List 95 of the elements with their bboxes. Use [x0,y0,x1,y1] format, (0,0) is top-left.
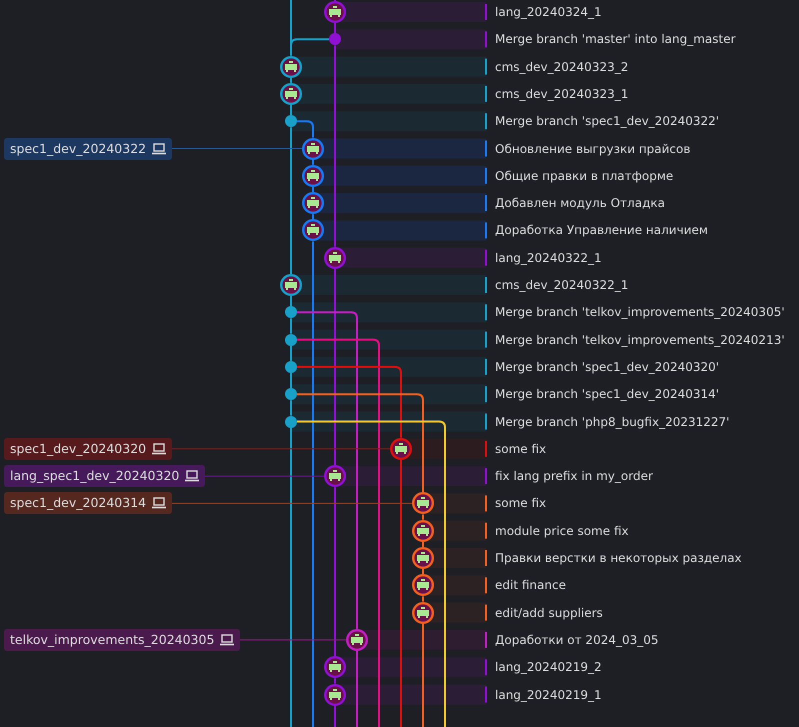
merge-commit-dot [285,360,297,373]
branch-name: lang_spec1_dev_20240320 [10,468,180,484]
commit-message: Обновление выгрузки прайсов [495,140,690,158]
commit-message: Merge branch 'spec1_dev_20240314' [495,386,720,404]
commit-avatar [412,492,434,514]
branch-line [290,127,292,274]
branch-line [400,460,402,727]
commit-avatar [412,520,434,542]
commit-message: lang_20240322_1 [495,250,602,267]
branch-name: spec1_dev_20240314 [10,495,146,510]
branch-line [290,400,292,416]
commit-avatar [302,138,324,160]
commit-message: Merge branch 'spec1_dev_20240320' [495,358,720,376]
branch-line [422,569,424,574]
branch-label [4,138,172,160]
commit-message: cms_dev_20240323_2 [495,58,628,76]
commit-avatar [302,164,324,187]
branch-line [297,420,446,727]
commit-avatar [280,274,302,296]
branch-line [334,706,336,727]
commit-message: Доработка Управление наличием [495,222,708,240]
commit-message: Правки верстки в некоторых разделах [495,550,742,567]
branch-line [334,678,336,684]
merge-commit-dot [285,334,297,346]
commit-message: Merge branch 'telkov_improvements_20240305' [495,304,785,322]
merge-commit-dot [285,388,297,400]
branch-line [290,372,292,388]
commit-avatar [280,82,302,105]
branch-line [297,311,358,629]
branch-line [422,514,424,520]
commit-avatar [412,574,434,596]
merge-commit-dot [285,115,297,128]
branch-line [312,186,314,192]
merge-commit-dot [285,306,297,318]
branch-line [312,241,314,727]
commit-avatar [302,219,324,242]
branch-line [297,338,380,727]
merge-commit-dot [329,33,341,46]
commit-avatar [346,628,368,651]
branch-line [290,296,292,306]
branch-line [290,38,329,56]
branch-line [422,596,424,602]
branch-label [4,492,172,514]
commit-message: some fix [495,495,546,512]
commit-message: Общие правки в платформе [495,168,674,185]
branch-line [334,268,336,466]
commit-avatar [412,602,434,624]
branch-line [290,318,292,334]
commit-message: Добавлен модуль Отладка [495,195,665,212]
commit-avatar [302,192,324,214]
branch-line [356,650,358,727]
branch-name: spec1_dev_20240320 [10,440,146,456]
branch-label [4,438,172,460]
branch-line [312,214,314,220]
commit-message: lang_20240219_1 [495,686,602,704]
branch-label [4,465,206,488]
commit-message: some fix [495,440,546,458]
merge-commit-dot [285,416,297,428]
branch-line [334,45,336,247]
branch-line [290,428,292,727]
branch-line [334,487,336,656]
branch-line [422,542,424,547]
commit-message: edit/add suppliers [495,604,603,622]
commit-message: lang_20240324_1 [495,4,602,21]
commit-message: Merge branch 'telkov_improvements_20240213' [495,332,785,349]
commit-message: cms_dev_20240322_1 [495,277,628,294]
commit-avatar [390,438,412,460]
commit-message: Доработки от 2024_03_05 [495,632,659,649]
commit-avatar [324,465,346,488]
commit-message: Merge branch 'spec1_dev_20240322' [495,113,720,130]
commit-message: fix lang prefix in my_order [495,468,653,486]
branch-label [4,628,240,651]
branch-line [290,346,292,361]
commit-message: Merge branch 'php8_bugfix_20231227' [495,414,730,431]
branch-line [297,393,424,492]
commit-avatar [324,684,346,706]
branch-line [334,23,336,34]
commit-avatar [324,1,346,23]
branch-line [290,78,292,83]
commit-avatar [280,56,302,78]
commit-avatar [324,656,346,678]
commit-message: edit finance [495,577,566,594]
commit-avatar [324,246,346,269]
branch-line [422,624,424,727]
commit-message: Merge branch 'master' into lang_master [495,31,736,48]
commit-avatar [412,547,434,569]
commit-message: cms_dev_20240323_1 [495,86,628,103]
branch-line [312,160,314,165]
branch-name: spec1_dev_20240322 [10,140,146,156]
commit-message: module price some fix [495,522,629,540]
branch-name: telkov_improvements_20240305 [10,632,214,647]
branch-line [297,366,402,438]
branch-line [297,120,314,138]
branch-line [290,104,292,116]
commit-message: lang_20240219_2 [495,659,602,676]
